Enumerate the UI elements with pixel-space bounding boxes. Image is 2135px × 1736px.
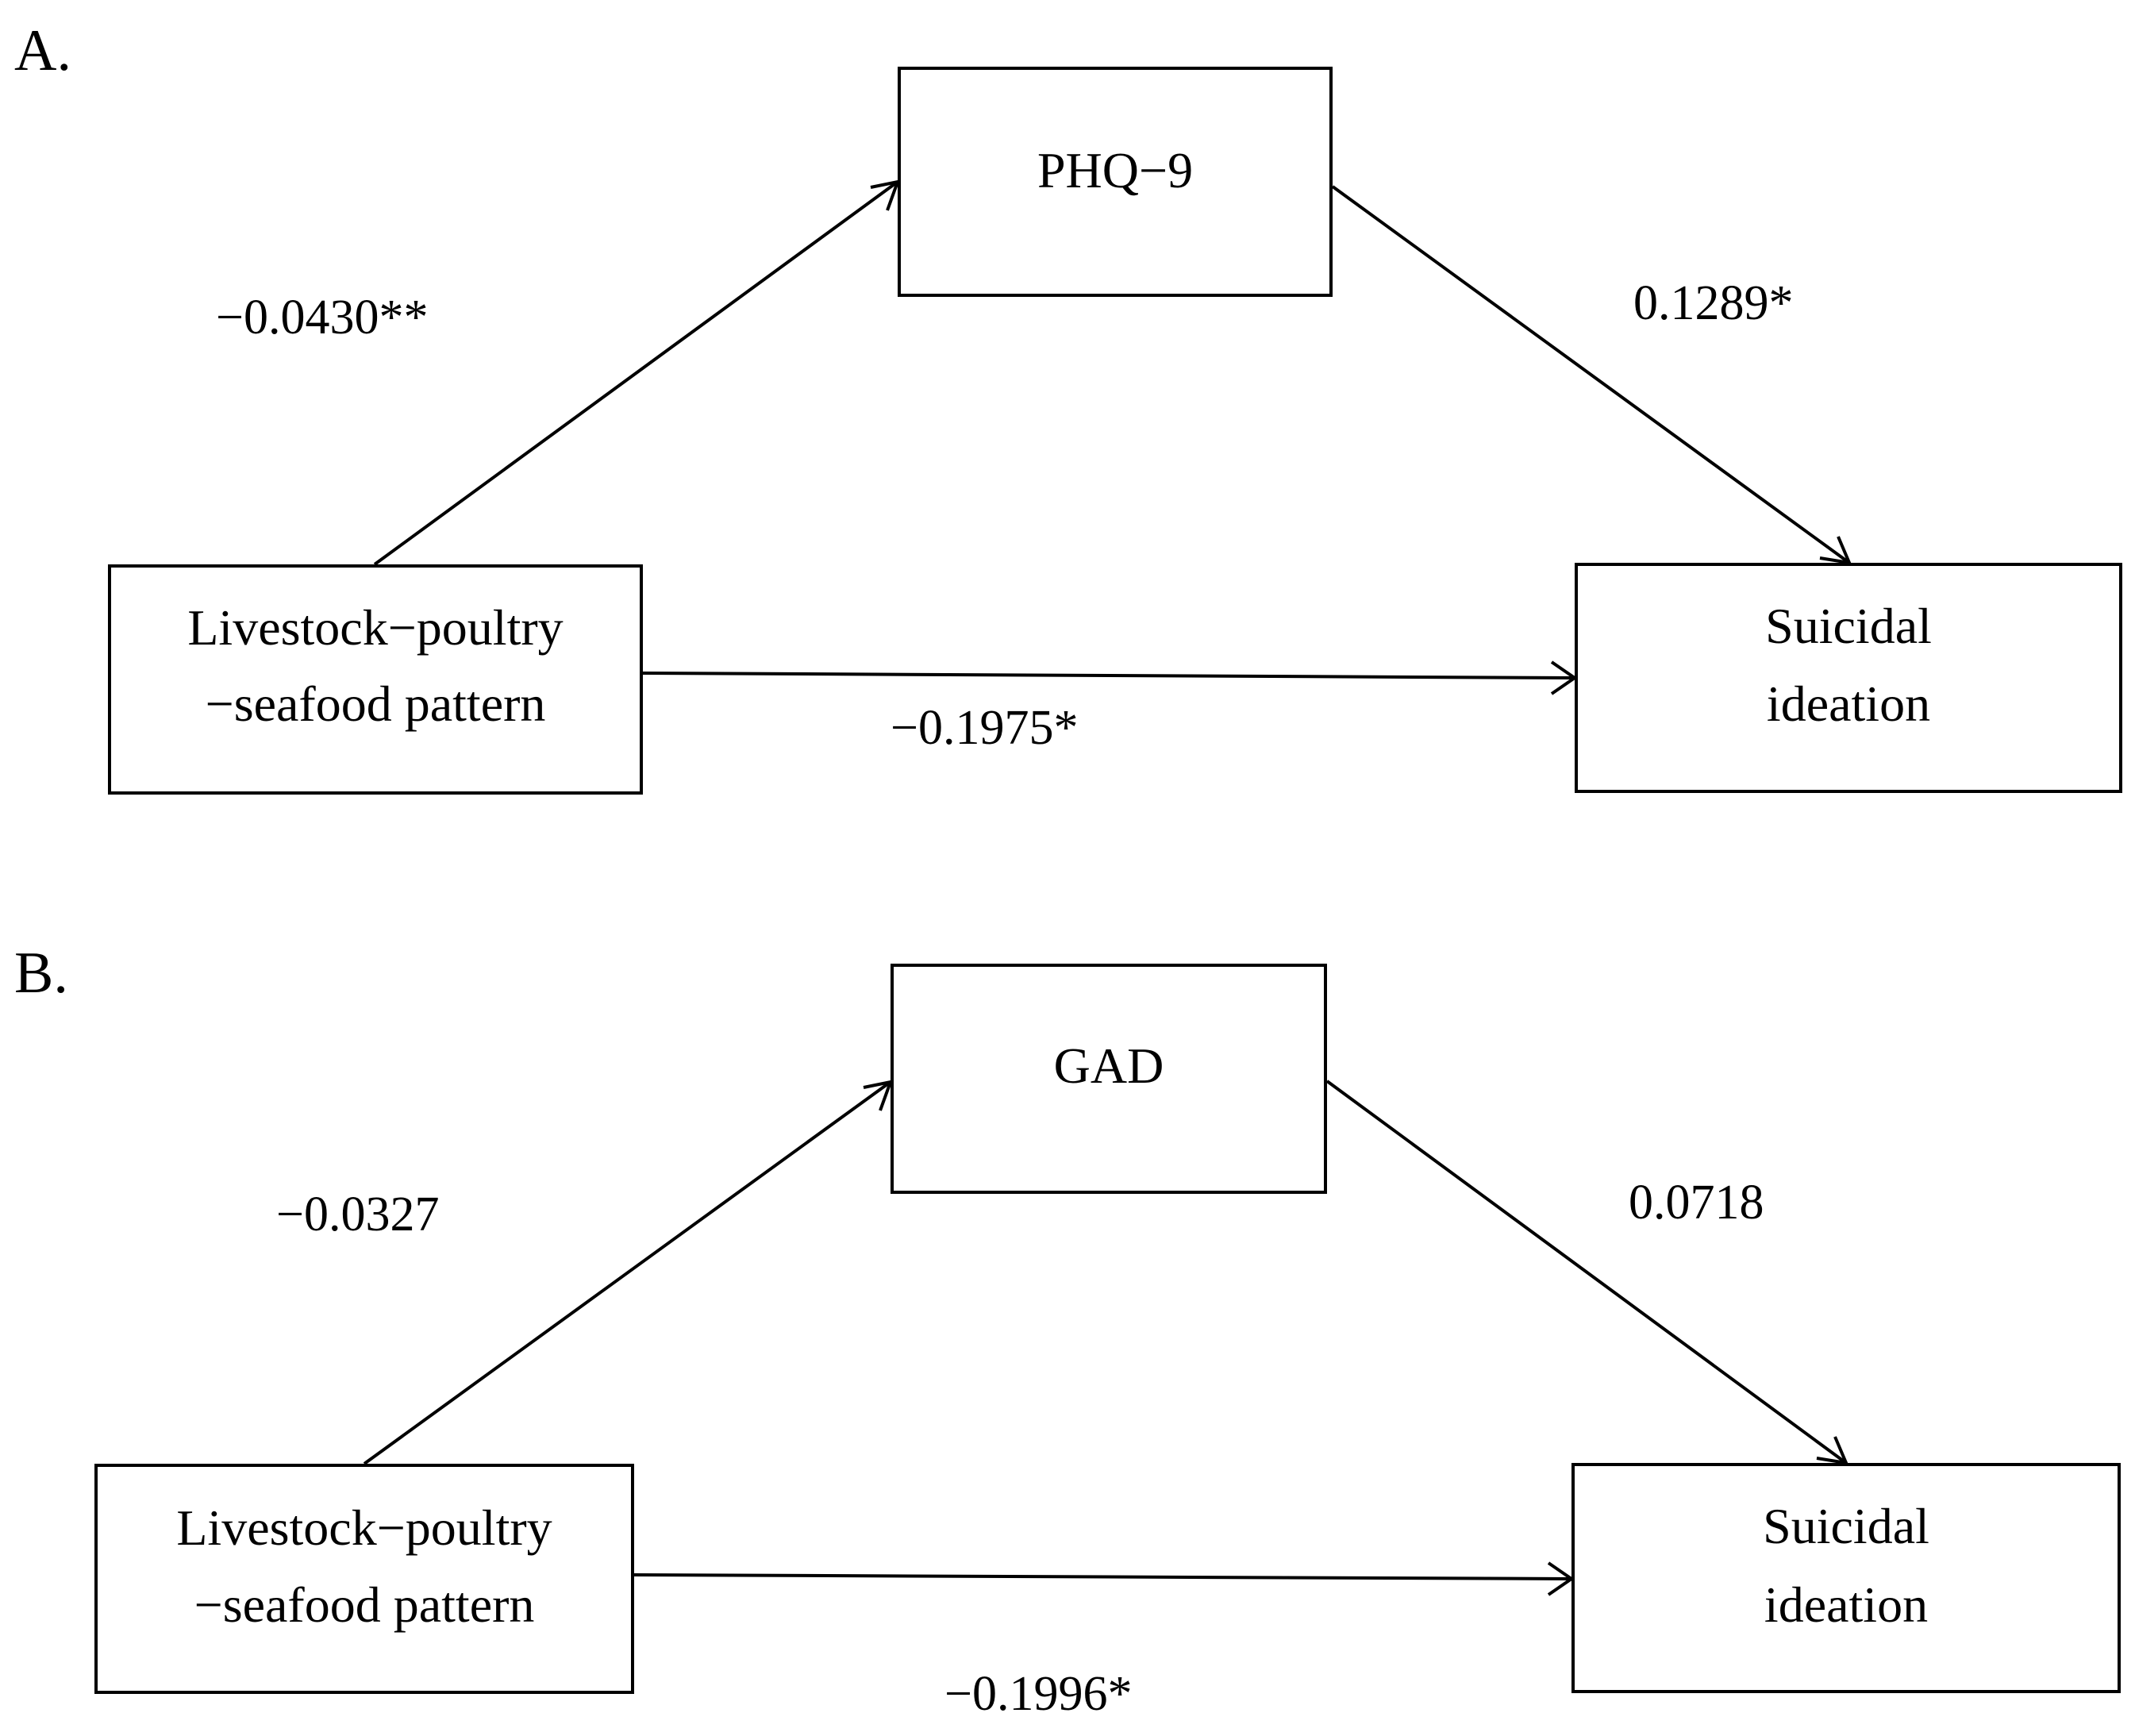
panel-b-coef-exposure-mediator: −0.0327 [276,1187,439,1241]
panel-b-arrowhead-3 [1547,1561,1575,1596]
panel-b-label: B. [14,941,68,1006]
panel-b-exposure-box [94,1464,634,1694]
panel-b-arrow-exposure-to-outcome [633,1573,1572,1580]
panel-b-mediator-box [891,964,1327,1194]
panel-a-arrow-exposure-to-mediator [373,180,899,566]
panel-a-arrowhead-3 [1550,660,1578,695]
panel-a-exposure-line-1: Livestock−poultry [187,599,563,656]
panel-a-exposure-line-2: −seafood pattern [206,676,546,732]
panel-a-outcome-line-2: ideation [1767,676,1930,732]
panel-b-arrowhead-1 [863,1080,894,1111]
panel-b-arrow-mediator-to-outcome [1325,1080,1848,1465]
panel-a-arrow-mediator-to-outcome [1331,185,1851,564]
panel-b-coef-mediator-outcome: 0.0718 [1629,1176,1764,1230]
panel-a-arrow-exposure-to-outcome [642,672,1575,679]
panel-b-mediator-label: GAD [1054,1037,1164,1094]
panel-b-exposure-line-1: Livestock−poultry [176,1499,552,1556]
panel-b-exposure-line-2: −seafood pattern [194,1576,535,1633]
panel-a: A. PHQ−9 Livestock−poultry −seafood patt… [14,18,2122,795]
panel-a-mediator-label: PHQ−9 [1037,142,1193,198]
panel-a-coef-exposure-outcome: −0.1975* [891,701,1078,755]
panel-b: B. GAD Livestock−poultry −seafood patter… [14,941,2121,1721]
panel-b-outcome-line-2: ideation [1764,1576,1928,1633]
panel-b-coef-exposure-outcome: −0.1996* [944,1667,1132,1721]
panel-a-outcome-line-1: Suicidal [1765,598,1932,654]
panel-a-coef-mediator-outcome: 0.1289* [1633,276,1794,330]
panel-a-label: A. [14,18,71,83]
panel-b-arrow-exposure-to-mediator [363,1080,892,1465]
panel-b-outcome-line-1: Suicidal [1763,1498,1929,1554]
panel-a-arrowhead-2 [1819,536,1852,565]
panel-b-arrowhead-2 [1816,1436,1849,1465]
panel-a-arrowhead-1 [870,179,901,211]
panel-a-coef-exposure-mediator: −0.0430** [216,291,428,345]
panel-a-exposure-box [108,564,643,795]
